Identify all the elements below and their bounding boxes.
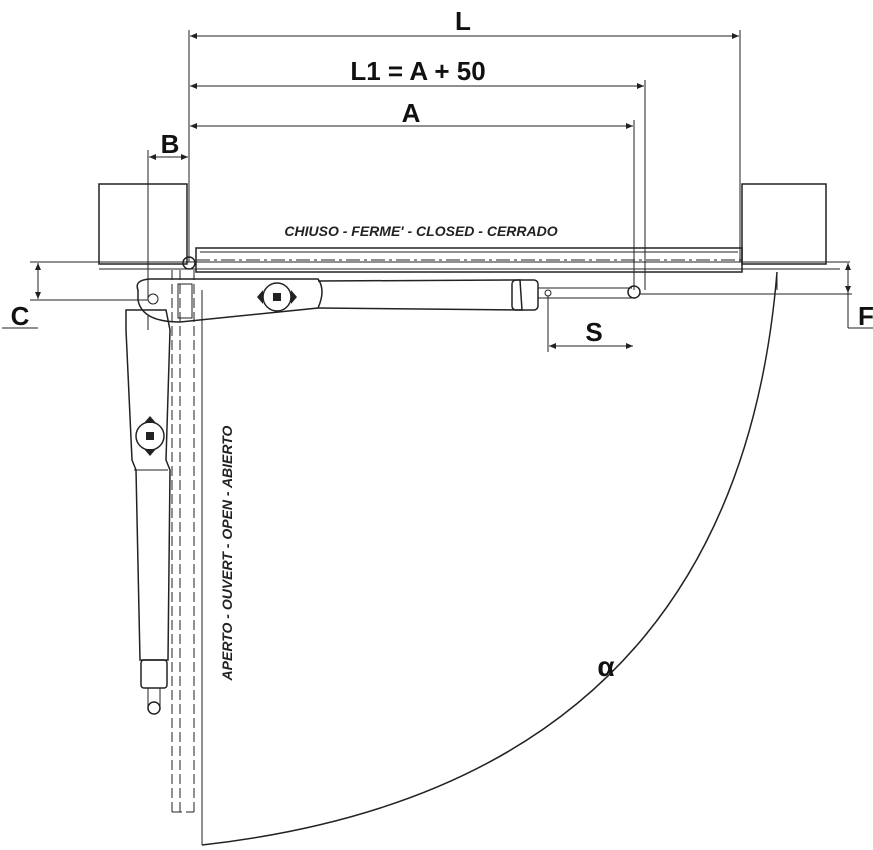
swing-arc bbox=[201, 271, 778, 846]
dimension-s-label: S bbox=[585, 317, 602, 347]
dimension-l-label: L bbox=[455, 6, 471, 36]
dimension-a bbox=[190, 120, 635, 290]
operator-open bbox=[125, 309, 171, 715]
dimension-s bbox=[547, 296, 633, 352]
opening-angle-symbol: α bbox=[597, 651, 614, 682]
dimension-l bbox=[188, 30, 741, 262]
left-pillar bbox=[98, 183, 188, 265]
dimension-f-label: F bbox=[858, 301, 873, 331]
dimension-b-label: B bbox=[161, 129, 180, 159]
dimension-l1-label: L1 = A + 50 bbox=[350, 56, 485, 86]
dimension-c bbox=[2, 263, 148, 329]
dimension-f bbox=[640, 263, 873, 329]
release-knob bbox=[257, 282, 297, 312]
open-state-label: APERTO - OUVERT - OPEN - ABIERTO bbox=[219, 425, 235, 681]
dimension-c-label: C bbox=[11, 301, 30, 331]
operator-closed bbox=[136, 278, 641, 323]
right-pillar bbox=[741, 183, 827, 265]
dimension-l1 bbox=[190, 80, 646, 290]
dimension-a-label: A bbox=[402, 98, 421, 128]
dimension-b bbox=[147, 150, 188, 300]
closed-state-label: CHIUSO - FERME' - CLOSED - CERRADO bbox=[284, 223, 557, 239]
